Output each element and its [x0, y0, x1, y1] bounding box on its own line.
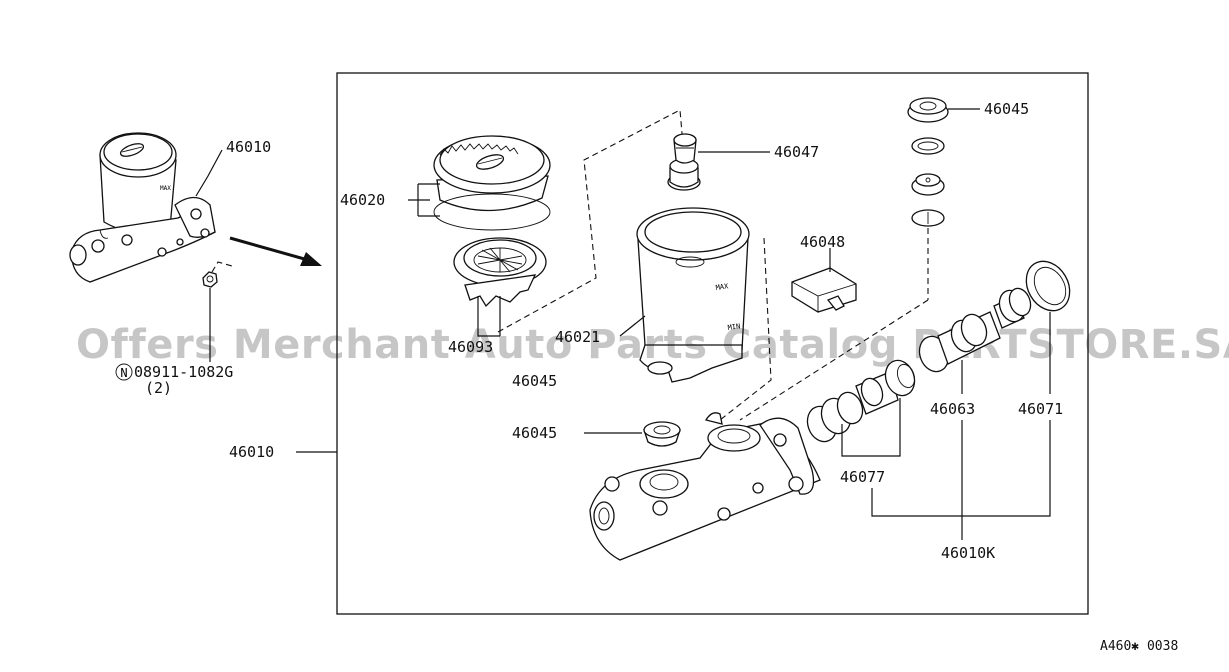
reservoir-strainer[interactable]: [453, 237, 547, 308]
strainer-leader: [477, 296, 501, 337]
svg-text:MAX: MAX: [160, 185, 171, 192]
level-switch[interactable]: [791, 267, 857, 313]
cap-bracket: [408, 183, 440, 217]
grommet-lower-left[interactable]: [643, 421, 681, 447]
figure-code: A460✱ 0038: [1100, 639, 1178, 654]
nut-quantity: (2): [145, 379, 172, 397]
stopper[interactable]: [911, 173, 945, 196]
watermark-text: Offers Merchant Auto Parts Catalog PARTS…: [76, 322, 1229, 368]
callout-46048[interactable]: 46048: [800, 233, 845, 251]
secondary-piston[interactable]: [915, 285, 1034, 375]
nut-part-number: 08911-1082G: [134, 363, 233, 381]
direction-arrow: [229, 236, 322, 266]
o-ring[interactable]: [911, 209, 945, 227]
nut-callout[interactable]: N 08911-1082G (2): [115, 363, 233, 397]
callout-46047[interactable]: 46047: [774, 143, 819, 161]
guide-dash-3: [739, 299, 929, 421]
piston-cup[interactable]: [1018, 253, 1079, 318]
primary-piston-bracket: [841, 398, 901, 457]
guide-dash-1: [497, 109, 687, 333]
callout-46010-top[interactable]: 46010: [226, 138, 271, 156]
callout-46010-assembly[interactable]: 46010: [229, 443, 274, 461]
svg-text:MAX: MAX: [715, 282, 729, 292]
grommet-upper-right[interactable]: [907, 97, 949, 123]
circled-n-icon: [115, 363, 133, 381]
master-cylinder-body[interactable]: [589, 412, 821, 561]
callout-46021[interactable]: 46021: [555, 328, 600, 346]
kit-bracket: [871, 420, 1051, 540]
reservoir-tank[interactable]: MAX MIN: [636, 207, 750, 383]
tank-leader: [619, 315, 646, 337]
callout-46093[interactable]: 46093: [448, 338, 493, 356]
primary-piston-spring[interactable]: [803, 356, 920, 445]
reservoir-cap[interactable]: [433, 135, 551, 231]
overview-leader: [195, 149, 223, 197]
callout-46020[interactable]: 46020: [340, 191, 385, 209]
master-cylinder-overview[interactable]: MAX: [69, 132, 233, 288]
callout-46010K[interactable]: 46010K: [941, 544, 995, 562]
exploded-view-frame: [336, 72, 1089, 615]
callout-46071[interactable]: 46071: [1018, 400, 1063, 418]
callout-46077[interactable]: 46077: [840, 468, 885, 486]
nut-symbol: N: [120, 366, 127, 380]
callout-46063[interactable]: 46063: [930, 400, 975, 418]
connector-pin[interactable]: [667, 133, 701, 191]
snap-ring[interactable]: [911, 137, 945, 155]
callout-46045-lower[interactable]: 46045: [512, 424, 557, 442]
svg-text:MIN: MIN: [727, 322, 741, 332]
callout-46045-middle[interactable]: 46045: [512, 372, 557, 390]
guide-dash-2: [719, 237, 772, 421]
callout-46045-upper-right[interactable]: 46045: [984, 100, 1029, 118]
